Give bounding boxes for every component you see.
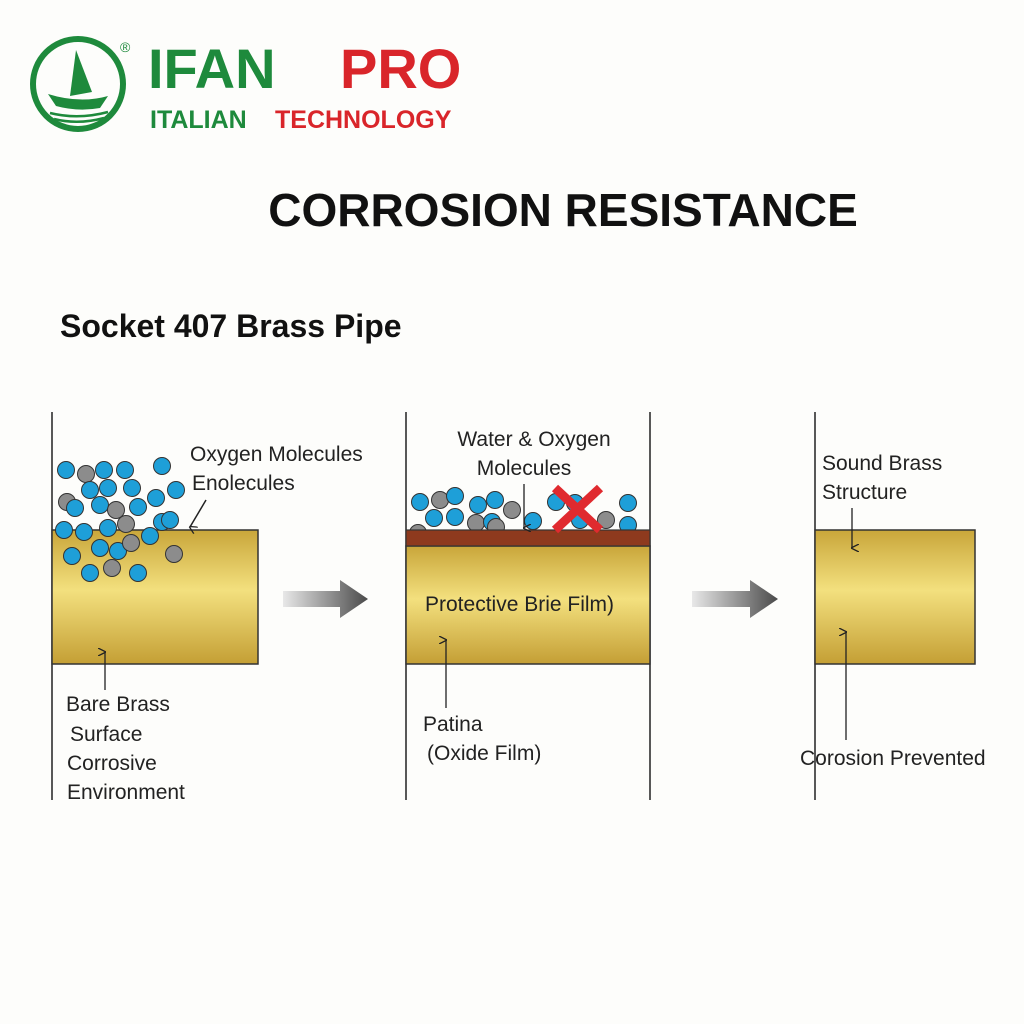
- oxygen-molecule: [411, 493, 429, 511]
- oxygen-molecule: [123, 479, 141, 497]
- oxygen-molecule: [95, 461, 113, 479]
- label-water-oxygen: Water & Oxygen: [457, 428, 610, 451]
- water-molecule: [503, 501, 521, 519]
- subtitle: Socket 407 Brass Pipe: [60, 308, 402, 344]
- water-molecule: [431, 491, 449, 509]
- sailboat-logo-icon: [30, 36, 126, 132]
- brand-name-ifan: IFAN: [148, 37, 276, 100]
- oxygen-molecule: [486, 491, 504, 509]
- page-title: CORROSION RESISTANCE: [268, 184, 858, 236]
- oxygen-molecule: [81, 481, 99, 499]
- label-structure: Structure: [822, 481, 907, 504]
- brand-name-pro: PRO: [340, 37, 461, 100]
- oxygen-molecule: [129, 498, 147, 516]
- label-sound-brass: Sound Brass: [822, 452, 942, 475]
- label-patina: Patina: [423, 713, 483, 736]
- oxygen-molecule: [446, 508, 464, 526]
- molecule-cluster: [55, 457, 185, 582]
- panel-sound-brass: Sound Brass Structure Corosion Prevented: [800, 412, 986, 800]
- oxygen-molecule: [129, 564, 147, 582]
- brand-logo: ® IFAN PRO ITALIAN TECHNOLOGY: [30, 36, 461, 134]
- label-protective-film: Protective Brie Film): [425, 593, 614, 616]
- panel-patina: Water & Oxygen Molecules Protective Brie…: [405, 412, 651, 800]
- water-molecule: [77, 465, 95, 483]
- water-molecule: [107, 501, 125, 519]
- label-oxide-film: (Oxide Film): [427, 742, 541, 765]
- oxygen-molecule: [147, 489, 165, 507]
- oxygen-molecule: [524, 512, 542, 530]
- water-molecule: [165, 545, 183, 563]
- label-corrosion-prevented: Corosion Prevented: [800, 747, 986, 770]
- oxygen-molecule: [63, 547, 81, 565]
- label-bare-brass: Bare Brass: [66, 693, 170, 716]
- oxygen-molecule: [75, 523, 93, 541]
- oxygen-molecule: [66, 499, 84, 517]
- arrow-right-icon: [283, 580, 368, 618]
- blocked-x-icon: [551, 484, 604, 534]
- water-molecule: [122, 534, 140, 552]
- water-molecule: [467, 514, 485, 532]
- oxygen-molecule: [99, 479, 117, 497]
- arrow-right-icon: [692, 580, 778, 618]
- oxygen-molecule: [91, 539, 109, 557]
- oxygen-molecule: [55, 521, 73, 539]
- tagline-technology: TECHNOLOGY: [275, 106, 452, 134]
- oxygen-molecule: [81, 564, 99, 582]
- oxygen-molecule: [109, 542, 127, 560]
- oxygen-molecule: [446, 487, 464, 505]
- water-molecule: [117, 515, 135, 533]
- panel-bare-brass: Oxygen Molecules Enolecules Bare Brass S…: [51, 412, 363, 804]
- label-oxygen-molecules: Oxygen Molecules: [190, 443, 363, 466]
- oxygen-molecule: [57, 461, 75, 479]
- brass-pipe: [51, 529, 259, 665]
- brass-pipe: [405, 545, 651, 665]
- oxygen-molecule: [116, 461, 134, 479]
- oxygen-molecule: [161, 511, 179, 529]
- oxygen-molecule: [167, 481, 185, 499]
- oxygen-molecule: [153, 457, 171, 475]
- brass-pipe: [814, 529, 976, 665]
- oxygen-molecule: [469, 496, 487, 514]
- oxygen-molecule: [91, 496, 109, 514]
- water-molecule: [597, 511, 615, 529]
- tagline-italian: ITALIAN: [150, 106, 247, 134]
- label-surface: Surface: [70, 723, 142, 746]
- patina-film: [405, 529, 651, 547]
- label-molecules: Molecules: [477, 457, 572, 480]
- label-enolecules: Enolecules: [192, 472, 295, 495]
- oxygen-molecule: [619, 494, 637, 512]
- label-environment: Environment: [67, 781, 185, 804]
- registered-mark: ®: [120, 39, 131, 55]
- label-corrosive: Corrosive: [67, 752, 157, 775]
- oxygen-molecule: [99, 519, 117, 537]
- water-molecule: [103, 559, 121, 577]
- oxygen-molecule: [425, 509, 443, 527]
- oxygen-molecule: [141, 527, 159, 545]
